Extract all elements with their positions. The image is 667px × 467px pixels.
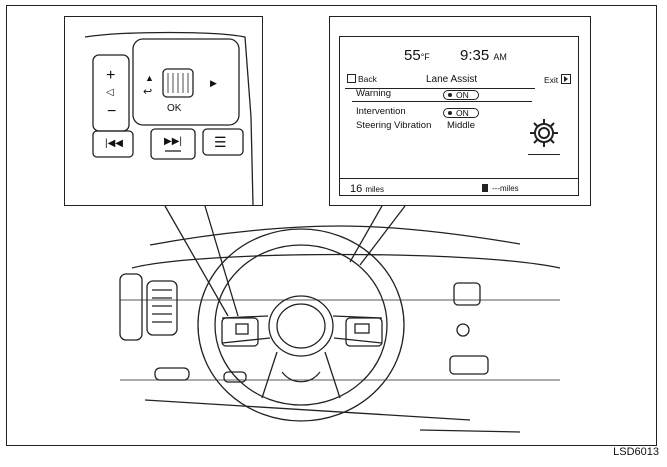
distance-unit: miles bbox=[365, 185, 384, 194]
fuel-pump-icon bbox=[482, 184, 488, 192]
steering-switch-callout: + ◁ − ▲ ↩ ▶ OK |◀◀ ▶▶| ☰ bbox=[64, 16, 263, 206]
gear-underline bbox=[528, 154, 560, 155]
trip-distance: 16 miles bbox=[350, 183, 384, 195]
warning-label: Warning bbox=[356, 88, 392, 99]
clock: 9:35 AM bbox=[460, 47, 507, 64]
footer-divider bbox=[340, 178, 578, 179]
vehicle-info-display-callout: 55°F 9:35 AM Back Lane Assist Exit Warni… bbox=[329, 16, 591, 206]
toggle-dot-icon bbox=[448, 111, 452, 115]
volume-up-button[interactable]: + bbox=[106, 67, 116, 84]
triangle-right-icon[interactable]: ▶ bbox=[210, 78, 217, 88]
figure-frame bbox=[6, 5, 657, 446]
back-icon bbox=[347, 74, 356, 83]
warning-toggle[interactable]: ON bbox=[443, 90, 479, 100]
intervention-label: Intervention bbox=[356, 106, 406, 117]
skip-forward-icon[interactable]: ▶▶| bbox=[164, 136, 182, 147]
intervention-toggle[interactable]: ON bbox=[443, 108, 479, 118]
speaker-icon: ◁ bbox=[106, 87, 114, 98]
list-icon[interactable]: ☰ bbox=[214, 134, 227, 150]
screen-title: Lane Assist bbox=[426, 74, 478, 85]
outside-temperature: 55°F bbox=[404, 47, 430, 64]
ok-button[interactable]: OK bbox=[167, 103, 182, 114]
back-button[interactable]: Back bbox=[347, 74, 377, 84]
steering-vibration-value[interactable]: Middle bbox=[447, 120, 475, 131]
triangle-up-icon[interactable]: ▲ bbox=[145, 73, 154, 83]
volume-down-button[interactable]: − bbox=[107, 103, 117, 120]
skip-back-icon[interactable]: |◀◀ bbox=[105, 138, 123, 149]
return-arrow-icon[interactable]: ↩ bbox=[143, 86, 153, 98]
steering-vibration-label: Steering Vibration bbox=[356, 120, 432, 131]
exit-icon bbox=[561, 74, 572, 84]
toggle-dot-icon bbox=[448, 93, 452, 97]
header-divider bbox=[345, 88, 535, 89]
fuel-range: ---miles bbox=[482, 184, 519, 193]
exit-button[interactable]: Exit bbox=[544, 74, 572, 85]
display-screen: 55°F 9:35 AM Back Lane Assist Exit Warni… bbox=[339, 36, 579, 196]
row-divider bbox=[352, 101, 532, 102]
temperature-unit: °F bbox=[420, 52, 430, 62]
gear-icon bbox=[530, 119, 558, 147]
figure-code: LSD6013 bbox=[613, 446, 659, 458]
clock-suffix: AM bbox=[493, 52, 507, 62]
